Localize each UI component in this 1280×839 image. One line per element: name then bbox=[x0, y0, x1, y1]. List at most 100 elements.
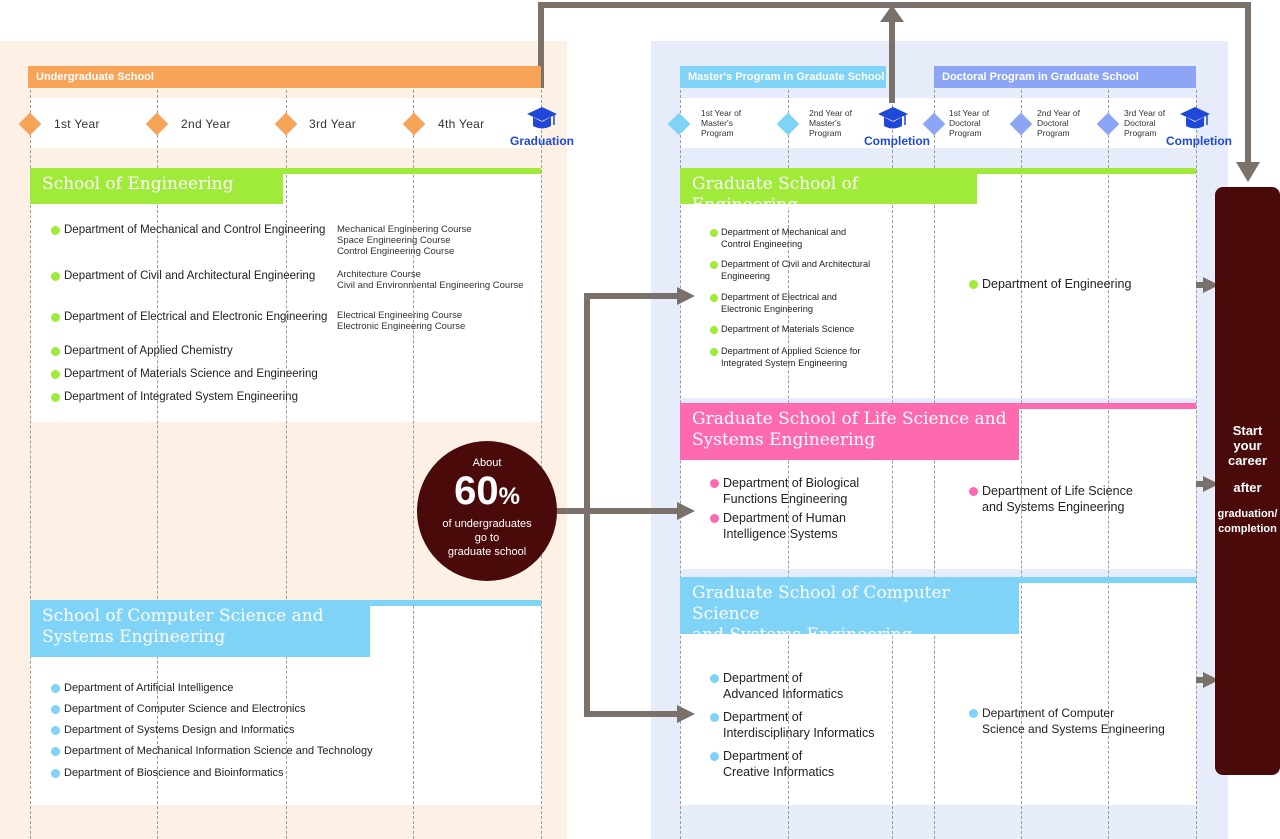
graduation-label: Graduation bbox=[509, 134, 574, 148]
arrowhead-up bbox=[880, 5, 904, 22]
arrowhead-career-eng bbox=[1203, 277, 1219, 293]
graduation-cap-icon bbox=[878, 107, 908, 129]
bullet-icon bbox=[710, 479, 719, 488]
bullet-icon bbox=[51, 313, 60, 322]
grad-engineering-title: Graduate School of Engineering bbox=[680, 168, 977, 215]
grad-engineering-panel bbox=[680, 168, 1196, 398]
arrowhead-career-cs bbox=[1203, 672, 1219, 688]
grid-line bbox=[892, 90, 893, 839]
undergraduate-header: Undergraduate School bbox=[28, 66, 541, 88]
masters-header: Master's Program in Graduate School bbox=[680, 66, 886, 88]
stat-value: 60% bbox=[454, 469, 520, 513]
top-flow-line bbox=[538, 2, 1251, 165]
bullet-icon bbox=[51, 393, 60, 402]
stat-caption: of undergraduates go to graduate school bbox=[442, 518, 532, 558]
grid-line bbox=[1196, 90, 1197, 839]
bullet-icon bbox=[51, 370, 60, 379]
department-item: Department of Materials Science and Engi… bbox=[51, 367, 318, 381]
grid-line bbox=[680, 90, 681, 839]
bullet-icon bbox=[51, 684, 60, 693]
grid-line bbox=[1021, 90, 1022, 839]
year-label: 4th Year bbox=[438, 117, 485, 131]
department-item: Department of Computer Science and Elect… bbox=[51, 702, 306, 716]
bullet-icon bbox=[969, 487, 978, 496]
grid-line bbox=[286, 90, 287, 839]
stat-circle: About 60% of undergraduates go to gradua… bbox=[417, 441, 557, 581]
bullet-icon bbox=[710, 229, 718, 237]
bullet-icon bbox=[51, 726, 60, 735]
year-label: 1st Year bbox=[54, 117, 100, 131]
bullet-icon bbox=[710, 348, 718, 356]
doctoral-completion-label: Completion bbox=[1166, 134, 1232, 148]
bullet-icon bbox=[969, 709, 978, 718]
year-label: 3rd Year bbox=[309, 117, 357, 131]
stat-about: About bbox=[472, 457, 502, 469]
bullet-icon bbox=[51, 226, 60, 235]
grid-line bbox=[934, 90, 935, 839]
to-cs-line bbox=[584, 511, 677, 717]
graduation-cap-icon bbox=[527, 107, 557, 129]
department-item: Department of Bioscience and Bioinformat… bbox=[51, 766, 284, 780]
to-engineering-line bbox=[584, 293, 677, 511]
arrowhead-cs bbox=[677, 705, 695, 723]
department-item: Department of Applied Chemistry bbox=[51, 344, 233, 358]
bullet-icon bbox=[969, 280, 978, 289]
department-item: Department of Civil and Architectural En… bbox=[51, 269, 315, 283]
department-item: Department of Engineering bbox=[969, 277, 1131, 293]
grid-line bbox=[541, 90, 542, 839]
graduation-cap-icon bbox=[1180, 107, 1210, 129]
career-after: after bbox=[1233, 480, 1262, 495]
course-list: Mechanical Engineering Course Space Engi… bbox=[337, 224, 472, 257]
bullet-icon bbox=[710, 294, 718, 302]
course-list: Architecture Course Civil and Environmen… bbox=[337, 269, 524, 291]
bullet-icon bbox=[710, 514, 719, 523]
arrowhead-career-life bbox=[1203, 476, 1219, 492]
bullet-icon bbox=[51, 705, 60, 714]
department-item: Department of Materials Science bbox=[710, 324, 854, 336]
career-box: Start your career after graduation/ comp… bbox=[1215, 187, 1280, 775]
bullet-icon bbox=[710, 261, 718, 269]
department-item: Department of Systems Design and Informa… bbox=[51, 723, 294, 737]
engineering-title: School of Engineering bbox=[30, 168, 283, 204]
department-item: Department of Electrical and Electronic … bbox=[51, 310, 327, 324]
bullet-icon bbox=[51, 747, 60, 756]
department-item: Department of Mechanical and Control Eng… bbox=[51, 223, 325, 237]
bullet-icon bbox=[710, 326, 718, 334]
doctoral-header: Doctoral Program in Graduate School bbox=[934, 66, 1196, 88]
department-item: Department of Mechanical Information Sci… bbox=[51, 744, 373, 758]
department-item: Department of Integrated System Engineer… bbox=[51, 390, 298, 404]
bullet-icon bbox=[51, 769, 60, 778]
department-item: Department of Artificial Intelligence bbox=[51, 681, 233, 695]
career-subtitle: graduation/ completion bbox=[1217, 508, 1278, 535]
year-label: 2nd Year bbox=[181, 117, 231, 131]
grid-line bbox=[30, 90, 31, 839]
bullet-icon bbox=[51, 347, 60, 356]
grid-line bbox=[157, 90, 158, 839]
grid-line bbox=[788, 90, 789, 839]
masters-completion-label: Completion bbox=[864, 134, 930, 148]
engineering-strip bbox=[30, 168, 541, 174]
grid-line bbox=[413, 90, 414, 839]
grid-line bbox=[1108, 90, 1109, 839]
bullet-icon bbox=[710, 674, 719, 683]
arrowhead-career bbox=[1236, 162, 1260, 182]
bullet-icon bbox=[710, 752, 719, 761]
